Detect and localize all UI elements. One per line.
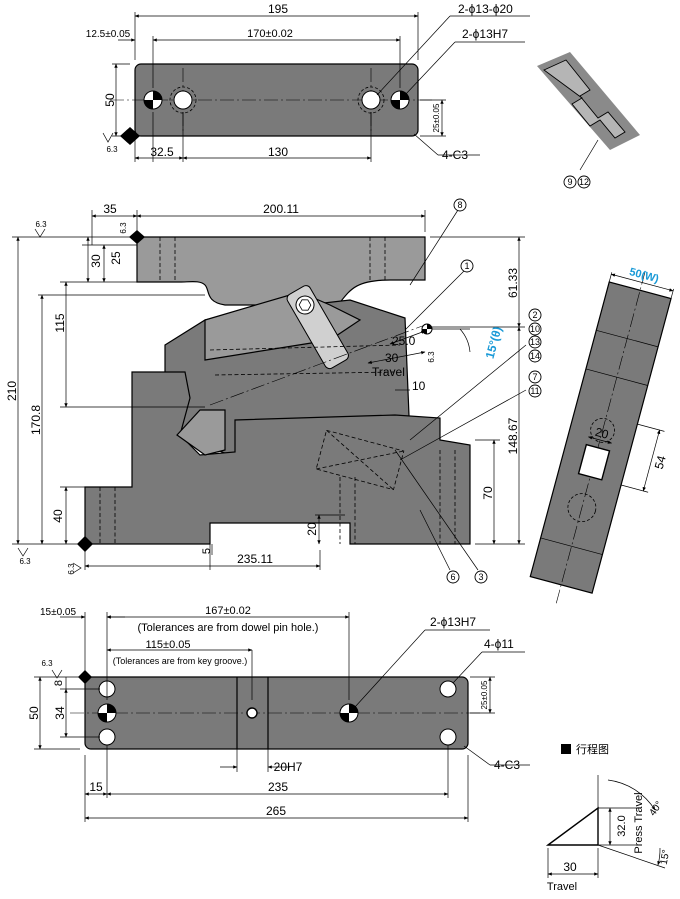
right-width-label: 50(W) xyxy=(628,266,660,285)
dowel-mark-left xyxy=(143,90,163,110)
bottom-view: 15±0.05 167±0.02 (Tolerances are from do… xyxy=(27,605,530,822)
roughness-symbol: 6.3 xyxy=(102,127,140,154)
dowel-mark-bl xyxy=(97,703,117,723)
side-dim-30: 30 xyxy=(89,254,103,268)
svg-text:12: 12 xyxy=(579,177,589,187)
upper-holder xyxy=(136,236,426,316)
top-hole-spec-1: 2-ϕ13-ϕ20 xyxy=(458,2,513,16)
press-travel-label: Press Travel xyxy=(633,792,645,853)
side-dim-25: 25 xyxy=(109,251,123,265)
top-overall-dim: 195 xyxy=(268,2,288,16)
callout-3: 3 xyxy=(478,572,483,582)
stroke-diagram-title: 行程图 xyxy=(576,743,609,756)
bottom-groove-width: 20H7 xyxy=(274,760,303,774)
legend-square-icon xyxy=(561,744,571,754)
detail-view: 9 12 xyxy=(537,52,640,189)
datum-mark-top: 6.3 6.3 xyxy=(34,220,145,244)
side-dim-5: 5 xyxy=(201,548,213,554)
bottom-pin-pitch: 167±0.02 xyxy=(205,605,251,617)
callout-13: 13 xyxy=(530,337,540,347)
right-dim-54: 54 xyxy=(652,454,669,471)
side-dim-20: 20 xyxy=(305,522,319,536)
bottom-height: 50 xyxy=(27,706,41,720)
svg-text:6.3: 6.3 xyxy=(106,145,118,154)
press-travel-value: 32.0 xyxy=(616,815,628,836)
callout-14: 14 xyxy=(530,351,540,361)
side-dim-61-33: 61.33 xyxy=(506,268,520,298)
svg-text:6.3: 6.3 xyxy=(35,220,47,229)
callout-10: 10 xyxy=(530,324,540,334)
top-chamfer-label: 4-C3 xyxy=(442,148,468,162)
side-dim-148-67: 148.67 xyxy=(506,417,520,454)
side-dim-210: 210 xyxy=(5,381,19,401)
lower-holder xyxy=(84,371,471,545)
side-travel-label: Travel xyxy=(372,365,405,379)
svg-text:6.3: 6.3 xyxy=(119,222,128,234)
side-dim-35: 35 xyxy=(103,202,117,216)
callout-7: 7 xyxy=(532,372,537,382)
side-view: 210 170.8 115 40 30 25 35 200.11 61.33 1… xyxy=(5,198,542,584)
top-height-dim: 50 xyxy=(103,93,117,107)
bolt-hole-bl xyxy=(98,728,116,746)
top-hole-spec-2: 2-ϕ13H7 xyxy=(462,27,508,41)
svg-text:6.3: 6.3 xyxy=(41,659,53,668)
dowel-mark-right xyxy=(390,90,410,110)
bottom-dim-8: 8 xyxy=(53,680,65,686)
stroke-diagram: 行程图 32.0 Press Travel 40° 15° 30 Travel xyxy=(545,743,672,893)
bolt-hole-br xyxy=(439,728,457,746)
angle-15-label: 15° xyxy=(659,849,672,866)
bottom-chamfer: 4-C3 xyxy=(494,758,520,772)
svg-text:9: 9 xyxy=(567,177,572,187)
bottom-pitch-235: 235 xyxy=(268,780,288,794)
svg-text:6.3: 6.3 xyxy=(427,351,436,363)
callout-6: 6 xyxy=(450,572,455,582)
bottom-half-height: 25±0.05 xyxy=(480,680,489,709)
side-dim-170-8: 170.8 xyxy=(29,405,43,435)
callout-8: 8 xyxy=(457,200,462,210)
travel-value: 30 xyxy=(563,860,577,874)
side-dim-200-11: 200.11 xyxy=(263,202,299,216)
dowel-mark-br xyxy=(339,703,359,723)
roughness-symbol-bottom: 6.3 xyxy=(41,659,92,684)
side-dim-70: 70 xyxy=(481,486,495,500)
bottom-left-15: 15 xyxy=(89,780,103,794)
datum-mark-bottom: 6.3 6.3 xyxy=(17,536,93,575)
side-angle-label: 15°(θ) xyxy=(483,325,505,360)
top-view: 195 170±0.02 12.5±0.05 50 25±0.05 32.5 1… xyxy=(86,2,530,162)
stroke-triangle xyxy=(545,806,599,846)
travel-label: Travel xyxy=(547,881,577,893)
side-dim-40: 40 xyxy=(51,509,65,523)
top-hole-pitch-dim: 130 xyxy=(268,145,288,159)
right-dim-20: 20 xyxy=(594,425,611,442)
side-stroke-25: 25.0 xyxy=(392,334,416,348)
bottom-pin-note: (Tolerances are from dowel pin hole.) xyxy=(138,622,319,634)
bottom-groove-pos: 115±0.05 xyxy=(146,639,191,651)
top-edge-offset-dim: 12.5±0.05 xyxy=(86,29,131,40)
bottom-edge-offset: 15±0.05 xyxy=(40,607,77,618)
bolt-hole-tr xyxy=(439,680,457,698)
callout-11: 11 xyxy=(530,386,539,396)
top-half-height-dim: 25±0.05 xyxy=(432,103,441,132)
top-pin-pitch-dim: 170±0.02 xyxy=(247,28,293,40)
right-view: 50(W) 20 54 xyxy=(529,266,674,605)
side-dim-10: 10 xyxy=(412,379,426,393)
callout-2: 2 xyxy=(532,310,537,320)
bottom-dim-34: 34 xyxy=(53,706,67,720)
side-stroke-30: 30 xyxy=(385,351,399,365)
angle-40-label: 40° xyxy=(647,800,665,819)
svg-text:6.3: 6.3 xyxy=(67,563,76,575)
callout-1: 1 xyxy=(464,261,469,271)
top-left-pos-dim: 32.5 xyxy=(150,145,174,159)
svg-text:6.3: 6.3 xyxy=(19,557,31,566)
bottom-overall-265: 265 xyxy=(266,804,286,818)
side-base-length: 235.11 xyxy=(237,552,273,566)
stroke-point-mark xyxy=(421,323,433,335)
side-dim-115: 115 xyxy=(53,313,67,332)
bottom-hole-spec-1: 2-ϕ13H7 xyxy=(430,615,476,629)
bottom-hole-spec-2: 4-ϕ11 xyxy=(484,637,514,651)
bottom-groove-note: (Tolerances are from key groove.) xyxy=(113,656,248,666)
